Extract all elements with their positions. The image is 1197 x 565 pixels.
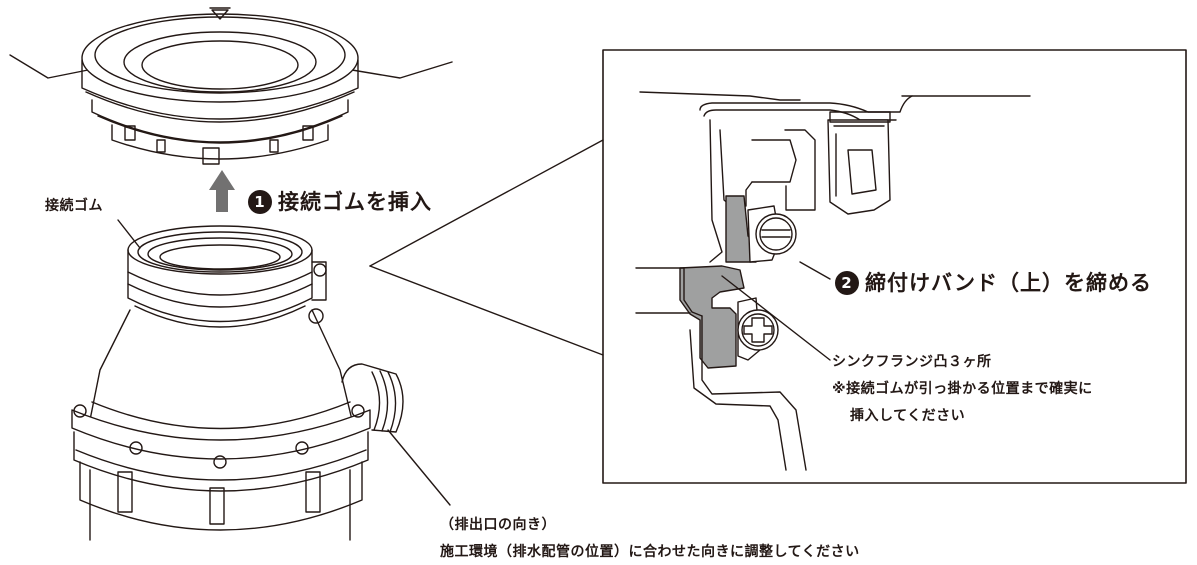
flange-note-line-2: ※接続ゴムが引っ掛かる位置まで確実に bbox=[832, 381, 1093, 397]
connecting-rubber-label: 接続ゴム bbox=[45, 198, 103, 214]
up-arrow-icon bbox=[209, 170, 235, 212]
step-2-text: 締付けバンド（上）を締める bbox=[865, 271, 1153, 295]
flange-note-line-3: 挿入してください bbox=[850, 408, 966, 424]
flange-note-line-1: シンクフランジ凸３ヶ所 bbox=[832, 354, 992, 370]
plus-screw-icon bbox=[737, 297, 779, 361]
step-number-2-icon: 2 bbox=[835, 271, 859, 295]
step-number-1-icon: 1 bbox=[248, 190, 272, 214]
disposer-unit bbox=[71, 219, 451, 541]
sink-flange bbox=[9, 7, 453, 165]
zoom-callout-lines bbox=[369, 139, 604, 356]
minus-screw-icon bbox=[747, 205, 797, 263]
outlet-direction-note: 施工環境（排水配管の位置）に合わせた向きに調整してください bbox=[440, 544, 860, 560]
detail-inset bbox=[602, 49, 1187, 484]
outlet-direction-title: （排出口の向き） bbox=[440, 517, 556, 533]
step-1-text: 接続ゴムを挿入 bbox=[278, 190, 432, 214]
